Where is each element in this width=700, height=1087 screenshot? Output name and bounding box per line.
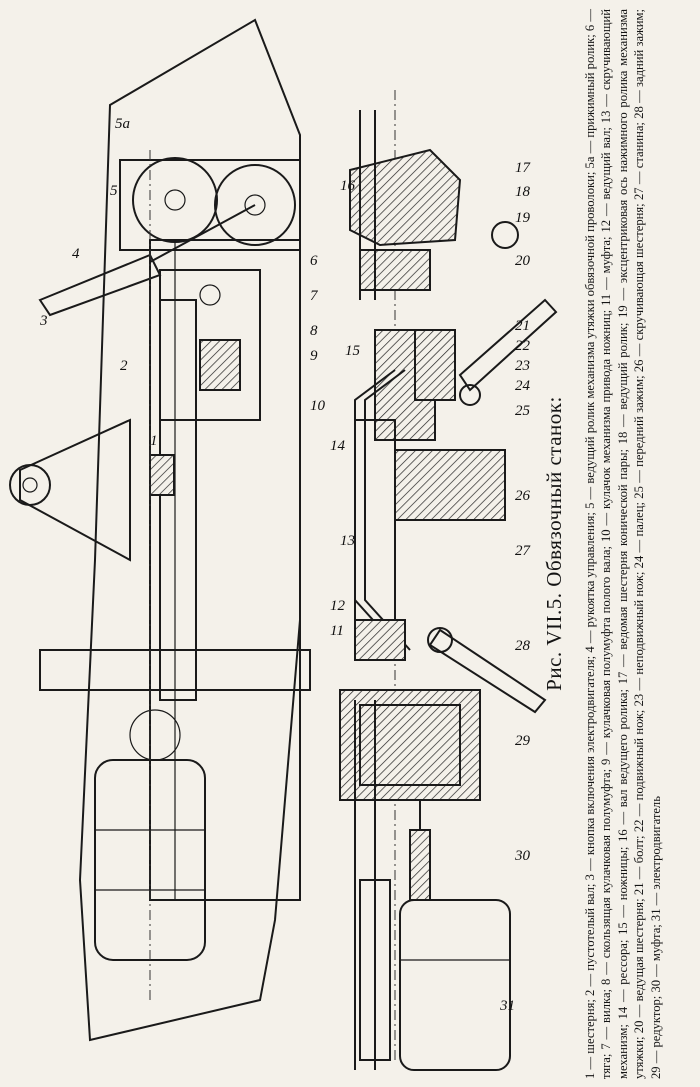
rear-clamp-lever [428, 628, 547, 714]
callout-4: 4 [72, 246, 80, 262]
callout-1: 1 [150, 433, 158, 449]
drive-roller [132, 157, 218, 243]
electric-motor [399, 899, 511, 1071]
callout-6: 6 [310, 253, 318, 269]
crossbar [39, 649, 311, 691]
callout-20: 20 [515, 253, 531, 269]
callout-23: 23 [515, 358, 530, 374]
callout-11: 11 [330, 623, 344, 639]
callout-28: 28 [515, 638, 531, 654]
callout-22: 22 [515, 338, 531, 354]
pressure-roller [214, 164, 296, 246]
mounting-bracket [19, 418, 131, 562]
callout-15: 15 [345, 343, 361, 359]
figure-legend: 1 — шестерня; 2 — пустотелый вал; 3 — кн… [583, 9, 663, 1079]
callout-10: 10 [310, 398, 326, 414]
callout-5: 5 [110, 183, 118, 199]
lower-view [339, 90, 558, 1071]
callout-30: 30 [514, 848, 531, 864]
cam-assembly [159, 269, 261, 421]
callouts-upper: 1 2 3 4 5 5а 6 7 8 9 10 [39, 116, 326, 449]
callout-18: 18 [515, 184, 531, 200]
callout-9: 9 [310, 348, 318, 364]
callout-31: 31 [499, 998, 515, 1014]
caption-block: Рис. VII.5. Обвязочный станок: 1 — шесте… [530, 0, 700, 1087]
callout-3: 3 [39, 313, 48, 329]
callout-12: 12 [330, 598, 346, 614]
callout-17: 17 [515, 160, 532, 176]
callout-19: 19 [515, 210, 531, 226]
upper-view [9, 18, 311, 1042]
figure-title: Рис. VII.5. Обвязочный станок: [542, 396, 566, 691]
callout-5a: 5а [115, 116, 130, 132]
callout-25: 25 [515, 403, 531, 419]
coupling-11 [354, 619, 406, 661]
coupling-30 [409, 829, 431, 901]
upper-frame-outline [78, 18, 301, 1042]
drive-roller-housing [349, 148, 462, 247]
callout-21: 21 [515, 318, 530, 334]
hollow-shaft [159, 299, 197, 701]
callout-26: 26 [515, 488, 531, 504]
callout-2: 2 [120, 358, 128, 374]
callout-27: 27 [515, 543, 532, 559]
callout-16: 16 [340, 178, 356, 194]
callout-24: 24 [515, 378, 531, 394]
control-handle [38, 253, 162, 317]
twisting-gear [394, 449, 506, 521]
callout-8: 8 [310, 323, 318, 339]
callout-7: 7 [310, 288, 319, 304]
gear-1 [149, 454, 175, 496]
callout-13: 13 [340, 533, 355, 549]
callouts-lower: 11 12 13 14 15 16 17 18 19 20 21 22 23 2… [330, 160, 532, 1014]
base-frame [354, 419, 396, 651]
callout-14: 14 [330, 438, 346, 454]
reducer [339, 689, 481, 801]
callout-29: 29 [515, 733, 531, 749]
